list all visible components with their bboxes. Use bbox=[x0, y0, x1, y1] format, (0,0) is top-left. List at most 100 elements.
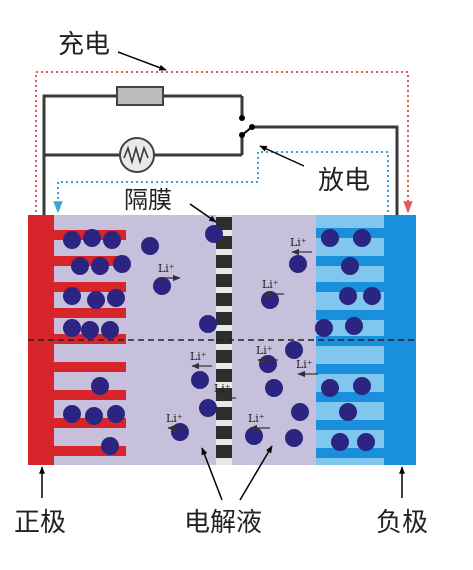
negative-electrode-tooth bbox=[316, 448, 384, 458]
lithium-particle bbox=[331, 433, 349, 451]
lithium-particle bbox=[81, 321, 99, 339]
separator-segment bbox=[216, 293, 232, 306]
resistor-icon bbox=[116, 86, 164, 106]
lithium-particle bbox=[345, 317, 363, 335]
charge-leader bbox=[117, 51, 167, 71]
lithium-particle bbox=[91, 257, 109, 275]
lithium-particle bbox=[107, 289, 125, 307]
separator-leader bbox=[189, 203, 217, 223]
separator-membrane bbox=[216, 215, 232, 465]
switch-icon bbox=[239, 115, 255, 138]
positive-electrode-tooth bbox=[54, 362, 126, 372]
lithium-particle bbox=[107, 405, 125, 423]
ion-label: Li⁺ bbox=[296, 358, 313, 371]
lithium-particle bbox=[289, 255, 307, 273]
ion-label: Li⁺ bbox=[214, 382, 231, 395]
lithium-particle bbox=[191, 371, 209, 389]
positive-electrode-tooth bbox=[54, 256, 126, 266]
lithium-ion-movement: Li⁺ Li⁺ Li⁺ Li⁺ Li⁺ Li⁺ Li⁺ Li⁺ Li⁺ bbox=[158, 236, 318, 432]
separator-segment bbox=[216, 407, 232, 420]
lithium-particle bbox=[315, 319, 333, 337]
ion-label: Li⁺ bbox=[248, 412, 265, 425]
negative-electrode-tooth bbox=[316, 392, 384, 402]
lithium-particle bbox=[341, 257, 359, 275]
lithium-particle bbox=[259, 355, 277, 373]
lithium-particle bbox=[357, 433, 375, 451]
separator-segment bbox=[216, 217, 232, 230]
lithium-particle bbox=[265, 379, 283, 397]
separator-segment bbox=[216, 426, 232, 439]
positive-electrode-tooth bbox=[54, 390, 126, 400]
lithium-particle bbox=[339, 403, 357, 421]
lithium-particle bbox=[353, 229, 371, 247]
lithium-particles bbox=[63, 225, 381, 455]
discharge-label: 放电 bbox=[318, 166, 371, 196]
lithium-particle bbox=[63, 405, 81, 423]
positive-electrode-tooth bbox=[54, 446, 126, 456]
lithium-particle bbox=[205, 225, 223, 243]
negative-electrode-label: 负极 bbox=[376, 508, 429, 538]
lithium-particle bbox=[245, 427, 263, 445]
lithium-particle bbox=[101, 321, 119, 339]
discharge-path bbox=[53, 151, 389, 214]
lithium-particle bbox=[85, 407, 103, 425]
electrolyte-leader-left bbox=[201, 447, 223, 501]
separator-segment bbox=[216, 445, 232, 458]
separator-label: 隔膜 bbox=[124, 186, 172, 214]
lithium-particle bbox=[199, 315, 217, 333]
negative-electrode-tooth bbox=[316, 310, 384, 320]
negative-electrode-tooth bbox=[316, 336, 384, 346]
negative-electrode-tooth bbox=[316, 420, 384, 430]
lithium-particle bbox=[101, 437, 119, 455]
lithium-particle bbox=[63, 231, 81, 249]
lithium-particle bbox=[63, 319, 81, 337]
lithium-particle bbox=[71, 257, 89, 275]
lithium-particle bbox=[321, 229, 339, 247]
lithium-particle bbox=[199, 399, 217, 417]
positive-electrode-label: 正极 bbox=[14, 508, 67, 538]
charge-path bbox=[35, 71, 413, 214]
separator-segment bbox=[216, 350, 232, 363]
lithium-particle bbox=[113, 255, 131, 273]
ion-label: Li⁺ bbox=[166, 412, 183, 425]
lithium-particle bbox=[353, 377, 371, 395]
negative-electrode-tooth bbox=[316, 282, 384, 292]
negative-electrode-tooth bbox=[316, 228, 384, 238]
lithium-particle bbox=[291, 403, 309, 421]
charge-label: 充电 bbox=[58, 30, 111, 60]
separator-segment bbox=[216, 312, 232, 325]
circuit-wire-left bbox=[42, 94, 242, 215]
circuit-wire-to-negative bbox=[252, 125, 399, 215]
positive-electrode-tooth bbox=[54, 308, 126, 318]
lithium-particle bbox=[153, 277, 171, 295]
ion-label: Li⁺ bbox=[158, 262, 175, 275]
lithium-particle bbox=[141, 237, 159, 255]
lithium-particle bbox=[339, 287, 357, 305]
separator-segment bbox=[216, 255, 232, 268]
lithium-particle bbox=[83, 229, 101, 247]
negative-electrode-tooth bbox=[316, 364, 384, 374]
ion-label: Li⁺ bbox=[262, 278, 279, 291]
lithium-particle bbox=[63, 287, 81, 305]
positive-electrode-tooth bbox=[54, 282, 126, 292]
lithium-particle bbox=[321, 379, 339, 397]
external-circuit bbox=[42, 86, 399, 215]
electrolyte-label: 电解液 bbox=[184, 508, 263, 538]
separator-segment bbox=[216, 274, 232, 287]
lithium-particle bbox=[91, 377, 109, 395]
electrolyte-leader-right bbox=[239, 445, 273, 501]
lithium-particle bbox=[171, 423, 189, 441]
ion-label: Li⁺ bbox=[290, 236, 307, 249]
ac-source-icon bbox=[119, 137, 155, 173]
lithium-particle bbox=[285, 341, 303, 359]
lithium-particle bbox=[103, 231, 121, 249]
separator-segment bbox=[216, 331, 232, 344]
discharge-leader bbox=[259, 145, 305, 167]
ion-label: Li⁺ bbox=[190, 350, 207, 363]
lithium-particle bbox=[363, 287, 381, 305]
separator-segment bbox=[216, 369, 232, 382]
lithium-particle bbox=[285, 429, 303, 447]
ion-label: Li⁺ bbox=[256, 344, 273, 357]
